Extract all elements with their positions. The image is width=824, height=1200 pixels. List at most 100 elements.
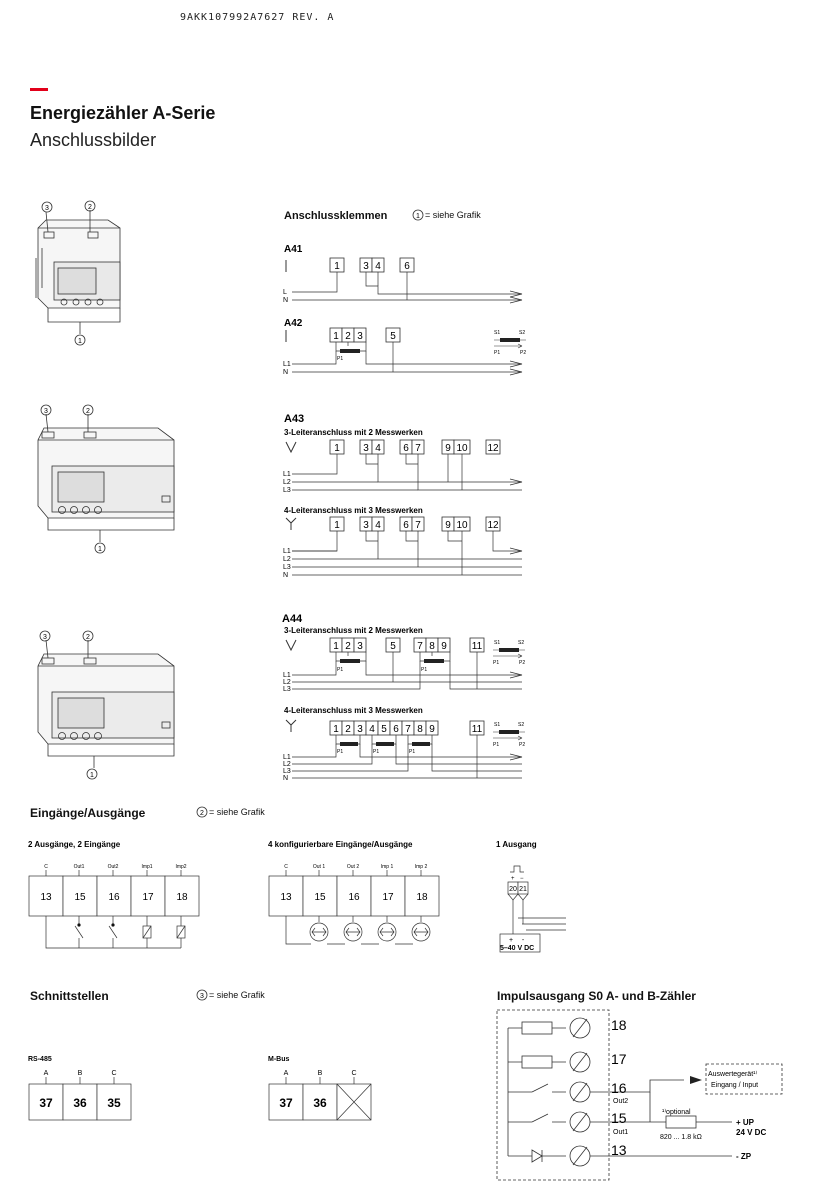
svg-text:6: 6 xyxy=(403,443,409,454)
svg-text:Auswertegerät¹⁾: Auswertegerät¹⁾ xyxy=(708,1070,757,1078)
svg-text:7: 7 xyxy=(415,520,421,531)
svg-text:1: 1 xyxy=(333,641,339,652)
callout-3-icon: 3 xyxy=(196,989,208,1001)
svg-text:35: 35 xyxy=(107,1096,121,1110)
svg-text:S1: S1 xyxy=(494,330,500,336)
svg-text:A: A xyxy=(44,1070,49,1077)
terminals-note: = siehe Grafik xyxy=(425,210,481,220)
svg-text:12: 12 xyxy=(487,520,499,531)
meter-drawing-wide-1: 3 2 1 xyxy=(37,404,175,554)
svg-text:20: 20 xyxy=(509,886,517,893)
svg-text:A44: A44 xyxy=(282,613,303,625)
callout-3: 3 xyxy=(45,205,49,212)
svg-text:S2: S2 xyxy=(519,330,525,336)
meter-drawing-wide-2: 3 2 1 xyxy=(37,630,175,780)
svg-text:17: 17 xyxy=(611,1051,627,1067)
diagram-a44: A44 3-Leiteranschluss mit 2 Messwerken 1… xyxy=(282,613,525,782)
io-group-4-configurable: 4 konfigurierbare Eingänge/Ausgänge C Ou… xyxy=(268,840,440,945)
diagram-a43: A43 3-Leiteranschluss mit 2 Messwerken 1… xyxy=(283,413,523,579)
svg-text:A: A xyxy=(284,1070,289,1077)
svg-text:S1: S1 xyxy=(494,722,500,728)
callout-2-icon: 2 xyxy=(196,806,208,818)
svg-text:¹⁾optional: ¹⁾optional xyxy=(662,1108,691,1116)
svg-text:N: N xyxy=(283,775,288,782)
svg-text:Imp1: Imp1 xyxy=(141,864,152,870)
svg-text:3: 3 xyxy=(357,331,363,342)
svg-text:9: 9 xyxy=(429,724,435,735)
terminals-heading: Anschlussklemmen xyxy=(284,210,388,222)
svg-text:8: 8 xyxy=(429,641,435,652)
svg-text:L1: L1 xyxy=(283,548,291,555)
svg-text:3-Leiteranschluss mit 2 Messwe: 3-Leiteranschluss mit 2 Messwerken xyxy=(284,626,423,635)
mbus-terminals: M-Bus A B C 37 36 xyxy=(268,1056,372,1121)
svg-text:P1: P1 xyxy=(337,667,343,673)
diagram-a42: A42 1 2 3 5 P1 L1 N S1 S2 P1 P2 xyxy=(283,318,526,376)
svg-text:2: 2 xyxy=(345,331,351,342)
meter-drawing-small: 3 2 1 xyxy=(35,200,121,346)
svg-text:L3: L3 xyxy=(283,487,291,494)
svg-text:1: 1 xyxy=(334,443,340,454)
callout-2: 2 xyxy=(88,204,92,211)
svg-text:3: 3 xyxy=(357,724,363,735)
svg-text:L3: L3 xyxy=(283,768,291,775)
svg-text:L1: L1 xyxy=(283,471,291,478)
svg-text:18: 18 xyxy=(416,892,428,903)
svg-text:7: 7 xyxy=(405,724,411,735)
svg-text:−: − xyxy=(520,876,524,882)
svg-text:Out1: Out1 xyxy=(74,864,85,870)
svg-text:820 ... 1.8 kΩ: 820 ... 1.8 kΩ xyxy=(660,1134,702,1141)
svg-text:3: 3 xyxy=(363,443,369,454)
svg-text:4 konfigurierbare Eingänge/Aus: 4 konfigurierbare Eingänge/Ausgänge xyxy=(268,840,413,849)
svg-text:15: 15 xyxy=(314,892,326,903)
svg-text:7: 7 xyxy=(415,443,421,454)
svg-text:L1: L1 xyxy=(283,754,291,761)
svg-text:P1: P1 xyxy=(373,749,379,755)
svg-text:P1: P1 xyxy=(337,749,343,755)
svg-text:1: 1 xyxy=(333,724,339,735)
svg-text:9: 9 xyxy=(445,520,451,531)
svg-text:P1: P1 xyxy=(493,742,499,748)
svg-text:12: 12 xyxy=(487,443,499,454)
svg-text:M-Bus: M-Bus xyxy=(268,1056,289,1063)
svg-text:7: 7 xyxy=(417,641,423,652)
document-id: 9AKK107992A7627 REV. A xyxy=(180,12,335,23)
svg-text:C: C xyxy=(44,864,48,870)
svg-text:A43: A43 xyxy=(284,413,304,425)
svg-text:1: 1 xyxy=(334,520,340,531)
svg-text:3: 3 xyxy=(200,993,204,1000)
svg-text:10: 10 xyxy=(456,520,468,531)
svg-text:A42: A42 xyxy=(284,318,303,329)
svg-text:P1: P1 xyxy=(494,350,500,356)
svg-text:5: 5 xyxy=(390,331,396,342)
svg-text:18: 18 xyxy=(611,1017,627,1033)
svg-text:3: 3 xyxy=(363,261,369,272)
svg-text:1 Ausgang: 1 Ausgang xyxy=(496,840,537,849)
svg-text:4: 4 xyxy=(369,724,375,735)
svg-text:P1: P1 xyxy=(409,749,415,755)
svg-text:17: 17 xyxy=(142,892,154,903)
svg-text:16: 16 xyxy=(108,892,120,903)
svg-text:Imp 1: Imp 1 xyxy=(381,864,394,870)
svg-text:L1: L1 xyxy=(283,361,291,368)
svg-text:Eingang / Input: Eingang / Input xyxy=(711,1082,758,1089)
svg-text:9: 9 xyxy=(441,641,447,652)
svg-text:+: + xyxy=(511,876,515,882)
svg-text:P2: P2 xyxy=(520,350,526,356)
svg-text:17: 17 xyxy=(382,892,394,903)
svg-text:S2: S2 xyxy=(518,640,524,646)
svg-text:Out2: Out2 xyxy=(613,1098,628,1105)
interfaces-note: = siehe Grafik xyxy=(209,990,265,1000)
svg-text:P1: P1 xyxy=(421,667,427,673)
svg-text:P1: P1 xyxy=(493,660,499,666)
svg-text:8: 8 xyxy=(417,724,423,735)
svg-text:C: C xyxy=(111,1070,116,1077)
svg-text:2 Ausgänge, 2 Eingänge: 2 Ausgänge, 2 Eingänge xyxy=(28,840,121,849)
svg-text:1: 1 xyxy=(416,213,420,220)
callout-1-icon: 1 xyxy=(412,209,424,221)
svg-text:- ZP: - ZP xyxy=(736,1152,752,1161)
svg-text:Imp 2: Imp 2 xyxy=(415,864,428,870)
svg-text:37: 37 xyxy=(39,1096,53,1110)
svg-text:6: 6 xyxy=(403,520,409,531)
svg-text:C: C xyxy=(351,1070,356,1077)
svg-text:11: 11 xyxy=(472,641,483,652)
